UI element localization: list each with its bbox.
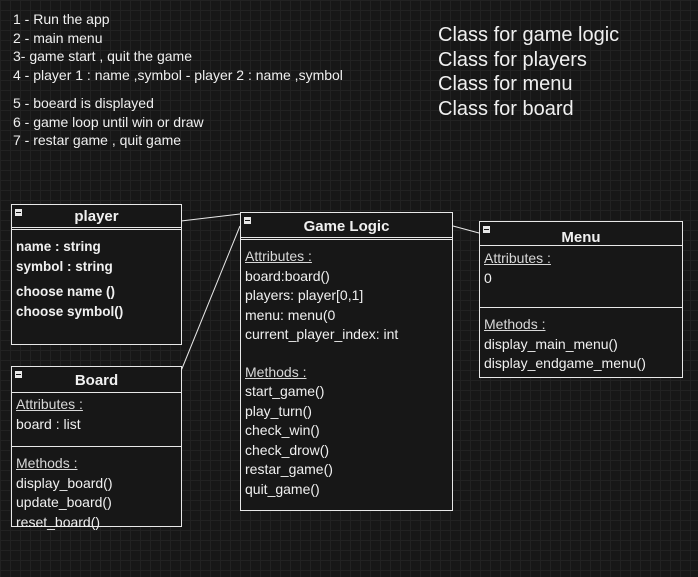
board-method: update_board()	[16, 494, 112, 510]
menu-methods: Methods : display_main_menu() display_en…	[480, 308, 682, 374]
menu-class-box[interactable]: Menu Attributes : 0 Methods : display_ma…	[479, 221, 683, 378]
menu-class-name: Menu	[561, 229, 601, 246]
player-methods: choose name () choose symbol()	[12, 276, 181, 321]
methods-title: Methods :	[16, 455, 78, 471]
board-class-header[interactable]: Board	[12, 367, 181, 391]
attributes-title: Attributes :	[16, 396, 83, 412]
methods-title: Methods :	[245, 363, 307, 380]
step-5: 5 - boeard is displayed	[13, 95, 154, 111]
class-list-item: Class for menu	[438, 73, 573, 95]
attributes-title: Attributes :	[484, 250, 551, 266]
class-list-item: Class for players	[438, 48, 587, 71]
player-field: name : string	[16, 239, 101, 254]
player-field: symbol : string	[16, 258, 113, 274]
player-class-header[interactable]: player	[12, 205, 181, 230]
methods-title: Methods :	[484, 316, 546, 332]
board-gamelogic-connector	[180, 225, 241, 372]
gamelogic-method: start_game()	[245, 383, 325, 399]
board-class-name: Board	[74, 372, 119, 389]
collapse-icon[interactable]	[15, 209, 22, 216]
step-1: 1 - Run the app	[13, 11, 110, 27]
gamelogic-method: check_drow()	[245, 441, 330, 458]
steps-notes: 1 - Run the app 2 - main menu 3- game st…	[13, 10, 343, 150]
menu-method: display_main_menu()	[484, 335, 618, 352]
player-class-name: player	[74, 208, 119, 225]
step-6: 6 - game loop until win or draw	[13, 113, 204, 130]
gamelogic-class-name: Game Logic	[303, 218, 390, 235]
step-4: 4 - player 1 : name ,symbol - player 2 :…	[13, 66, 343, 83]
player-class-box[interactable]: player name : string symbol : string cho…	[11, 204, 182, 345]
board-methods: Methods : display_board() update_board()…	[12, 447, 181, 532]
gamelogic-method: check_win()	[245, 422, 320, 438]
step-3: 3- game start , quit the game	[13, 48, 192, 64]
gamelogic-attribute: players: player[0,1]	[245, 287, 364, 303]
menu-attributes: Attributes : 0	[480, 246, 682, 307]
gamelogic-class-header[interactable]: Game Logic	[241, 213, 452, 240]
gamelogic-attribute: board:board()	[245, 267, 330, 284]
step-2: 2 - main menu	[13, 29, 103, 46]
gamelogic-attribute: current_player_index: int	[245, 326, 399, 342]
menu-attribute: 0	[484, 269, 492, 286]
board-attributes: Attributes : board : list	[12, 393, 181, 446]
step-7: 7 - restar game , quit game	[13, 132, 182, 148]
attributes-title: Attributes :	[245, 248, 312, 264]
gamelogic-attributes: Attributes : board:board() players: play…	[241, 240, 452, 345]
gamelogic-class-box[interactable]: Game Logic Attributes : board:board() pl…	[240, 212, 453, 511]
gamelogic-method: restar_game()	[245, 461, 333, 477]
player-fields: name : string symbol : string	[12, 230, 181, 276]
menu-method: display_endgame_menu()	[484, 355, 646, 371]
gamelogic-methods: Methods : start_game() play_turn() check…	[241, 345, 452, 500]
collapse-icon[interactable]	[244, 217, 251, 224]
board-method: reset_board()	[16, 513, 101, 530]
board-attribute: board : list	[16, 415, 81, 432]
gamelogic-attribute: menu: menu(0	[245, 306, 336, 323]
menu-class-header[interactable]: Menu	[480, 222, 682, 246]
gamelogic-method: play_turn()	[245, 402, 312, 419]
class-list-item: Class for board	[438, 97, 574, 120]
collapse-icon[interactable]	[15, 371, 22, 378]
player-method: choose symbol()	[16, 303, 124, 319]
collapse-icon[interactable]	[483, 226, 490, 233]
class-list-item: Class for game logic	[438, 24, 620, 46]
gamelogic-method: quit_game()	[245, 480, 320, 497]
gamelogic-menu-connector	[452, 225, 480, 234]
board-class-box[interactable]: Board Attributes : board : list Methods …	[11, 366, 182, 530]
player-method: choose name ()	[16, 284, 116, 299]
class-list: Class for game logic Class for players C…	[438, 23, 619, 121]
player-gamelogic-connector	[180, 213, 241, 222]
board-method: display_board()	[16, 474, 113, 491]
